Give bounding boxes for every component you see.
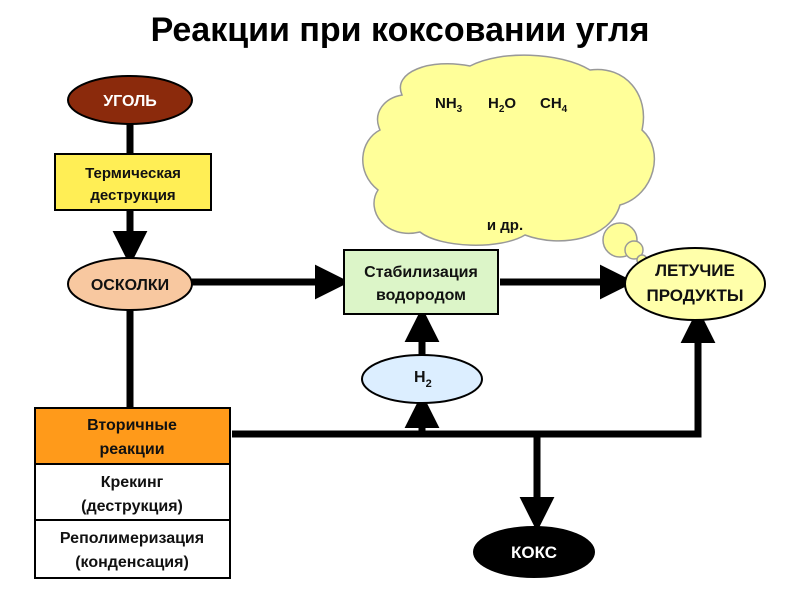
cloud-shape [362, 54, 656, 246]
node-hydrogen: H2 [361, 354, 483, 404]
cracking-label-line1: Крекинг [101, 474, 164, 491]
fragments-label: ОСКОЛКИ [91, 277, 169, 294]
thermal-label-line1: Термическая [85, 165, 181, 182]
volatile-label-line1: ЛЕТУЧИЕ [655, 261, 735, 280]
page-title: Реакции при коксовании угля [151, 11, 650, 49]
cloud-etc: и др. [487, 217, 523, 234]
repoly-label-line1: Реполимеризация [60, 530, 204, 547]
secondary-label-line1: Вторичные [87, 417, 177, 434]
node-secondary-reactions: Вторичные реакции [34, 407, 231, 465]
formula-h2o: H2O [488, 95, 516, 115]
coke-label: КОКС [511, 543, 557, 562]
node-fragments: ОСКОЛКИ [67, 257, 193, 311]
formula-nh3: NH3 [435, 95, 463, 115]
cloud-bubble-medium [624, 240, 644, 260]
node-thermal-destruction: Термическая деструкция [54, 153, 212, 211]
node-stabilization: Стабилизация водородом [343, 249, 499, 315]
hydrogen-label: H2 [414, 369, 432, 390]
line-secondary-bus [232, 324, 702, 438]
stabilization-label-line2: водородом [376, 287, 466, 304]
formula-ch4: CH4 [540, 95, 568, 115]
thermal-label-line2: деструкция [90, 187, 175, 204]
repoly-label-line2: (конденсация) [75, 554, 189, 571]
gas-cloud: NH3 H2O CH4 и др. [362, 54, 656, 266]
coal-label: УГОЛЬ [103, 93, 157, 110]
node-coal: УГОЛЬ [67, 75, 193, 125]
cracking-label-line2: (деструкция) [81, 498, 183, 515]
node-cracking: Крекинг (деструкция) [34, 463, 231, 521]
node-repolymerization: Реполимеризация (конденсация) [34, 519, 231, 579]
connectors [112, 124, 716, 532]
stabilization-label-line1: Стабилизация [364, 264, 478, 281]
volatile-label-line2: ПРОДУКТЫ [646, 286, 743, 305]
node-volatile-products: ЛЕТУЧИЕ ПРОДУКТЫ [624, 247, 766, 321]
node-coke: КОКС [473, 526, 595, 578]
secondary-label-line2: реакции [99, 441, 164, 458]
